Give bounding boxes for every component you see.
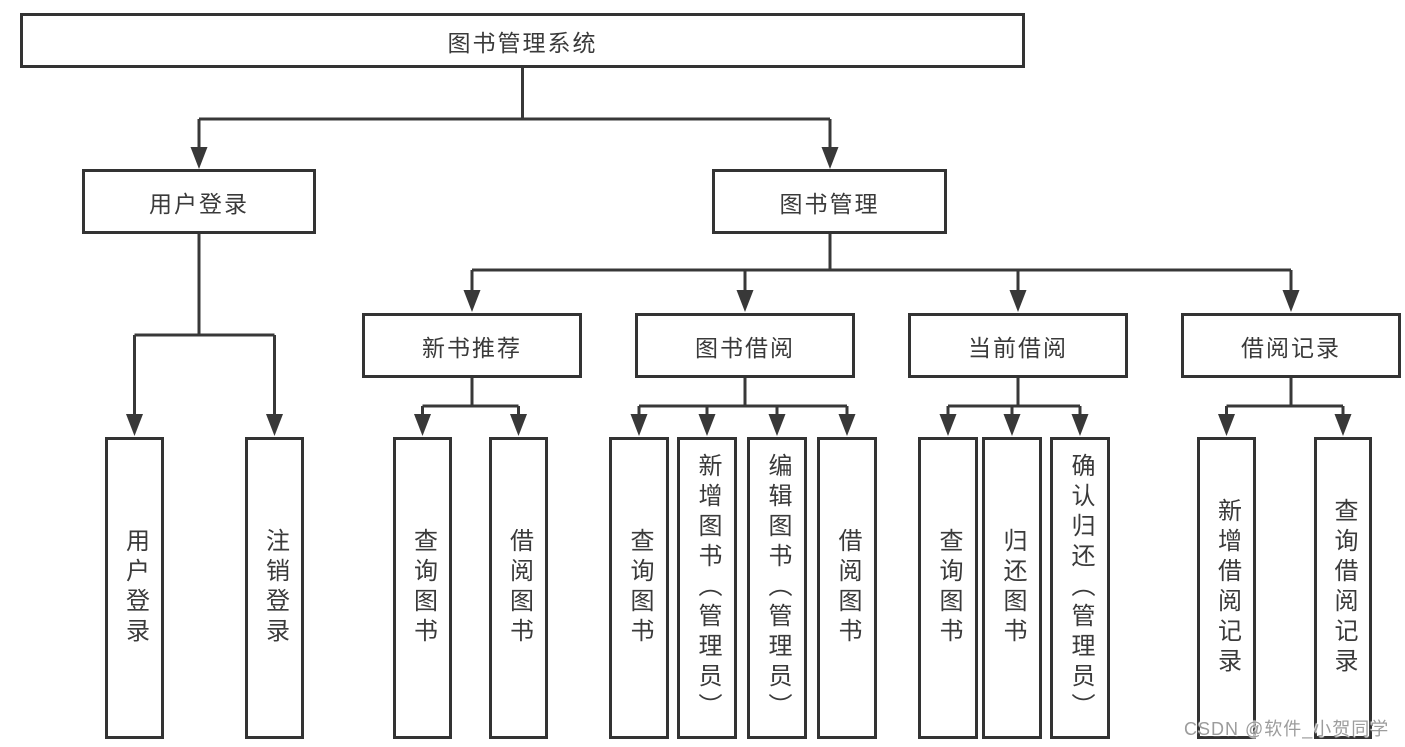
node-label: 查询图书 (626, 528, 653, 648)
node-leaf-bb-add-book: 新增图书（管理员） (677, 437, 737, 739)
node-leaf-cb-confirm-return: 确认归还（管理员） (1050, 437, 1110, 739)
node-label: 编辑图书（管理员） (764, 453, 791, 723)
node-label: 借阅图书 (505, 528, 533, 648)
node-label: 查询图书 (935, 528, 962, 648)
node-leaf-cb-return-book: 归还图书 (982, 437, 1042, 739)
node-label: 图书借阅 (695, 334, 795, 361)
node-label: 查询借阅记录 (1330, 498, 1357, 678)
node-label: 查询图书 (409, 528, 437, 648)
node-new-book-recommend: 新书推荐 (362, 313, 582, 378)
node-borrow-record: 借阅记录 (1181, 313, 1401, 378)
node-label: 用户登录 (149, 190, 249, 217)
node-label: 新书推荐 (422, 334, 522, 361)
node-label: 图书管理 (779, 190, 880, 217)
node-label: 新增图书（管理员） (694, 453, 721, 723)
node-leaf-bb-query-book: 查询图书 (609, 437, 669, 739)
node-leaf-br-add-record: 新增借阅记录 (1197, 437, 1256, 739)
node-leaf-bb-edit-book: 编辑图书（管理员） (747, 437, 807, 739)
node-leaf-user-login: 用户登录 (105, 437, 164, 739)
node-leaf-rec-query-book: 查询图书 (393, 437, 452, 739)
node-label: 注销登录 (261, 528, 289, 648)
node-system-root: 图书管理系统 (20, 13, 1025, 68)
node-leaf-br-query-record: 查询借阅记录 (1314, 437, 1372, 739)
node-book-management: 图书管理 (712, 169, 947, 234)
node-label: 图书管理系统 (447, 29, 598, 56)
node-leaf-logout: 注销登录 (245, 437, 304, 739)
node-leaf-bb-borrow-book: 借阅图书 (817, 437, 877, 739)
node-book-borrow: 图书借阅 (635, 313, 855, 378)
node-label: 借阅记录 (1241, 334, 1341, 361)
node-leaf-rec-borrow-book: 借阅图书 (489, 437, 548, 739)
node-label: 用户登录 (121, 528, 149, 648)
watermark-text: CSDN @软件_小贺同学 (1184, 719, 1390, 739)
node-label: 借阅图书 (834, 528, 861, 648)
node-label: 当前借阅 (968, 334, 1068, 361)
arrowheads (126, 147, 1352, 436)
node-current-borrow: 当前借阅 (908, 313, 1128, 378)
node-label: 新增借阅记录 (1213, 498, 1241, 678)
node-leaf-cb-query-book: 查询图书 (918, 437, 978, 739)
node-user-login: 用户登录 (82, 169, 316, 234)
node-label: 归还图书 (999, 528, 1026, 648)
node-label: 确认归还（管理员） (1067, 453, 1094, 723)
